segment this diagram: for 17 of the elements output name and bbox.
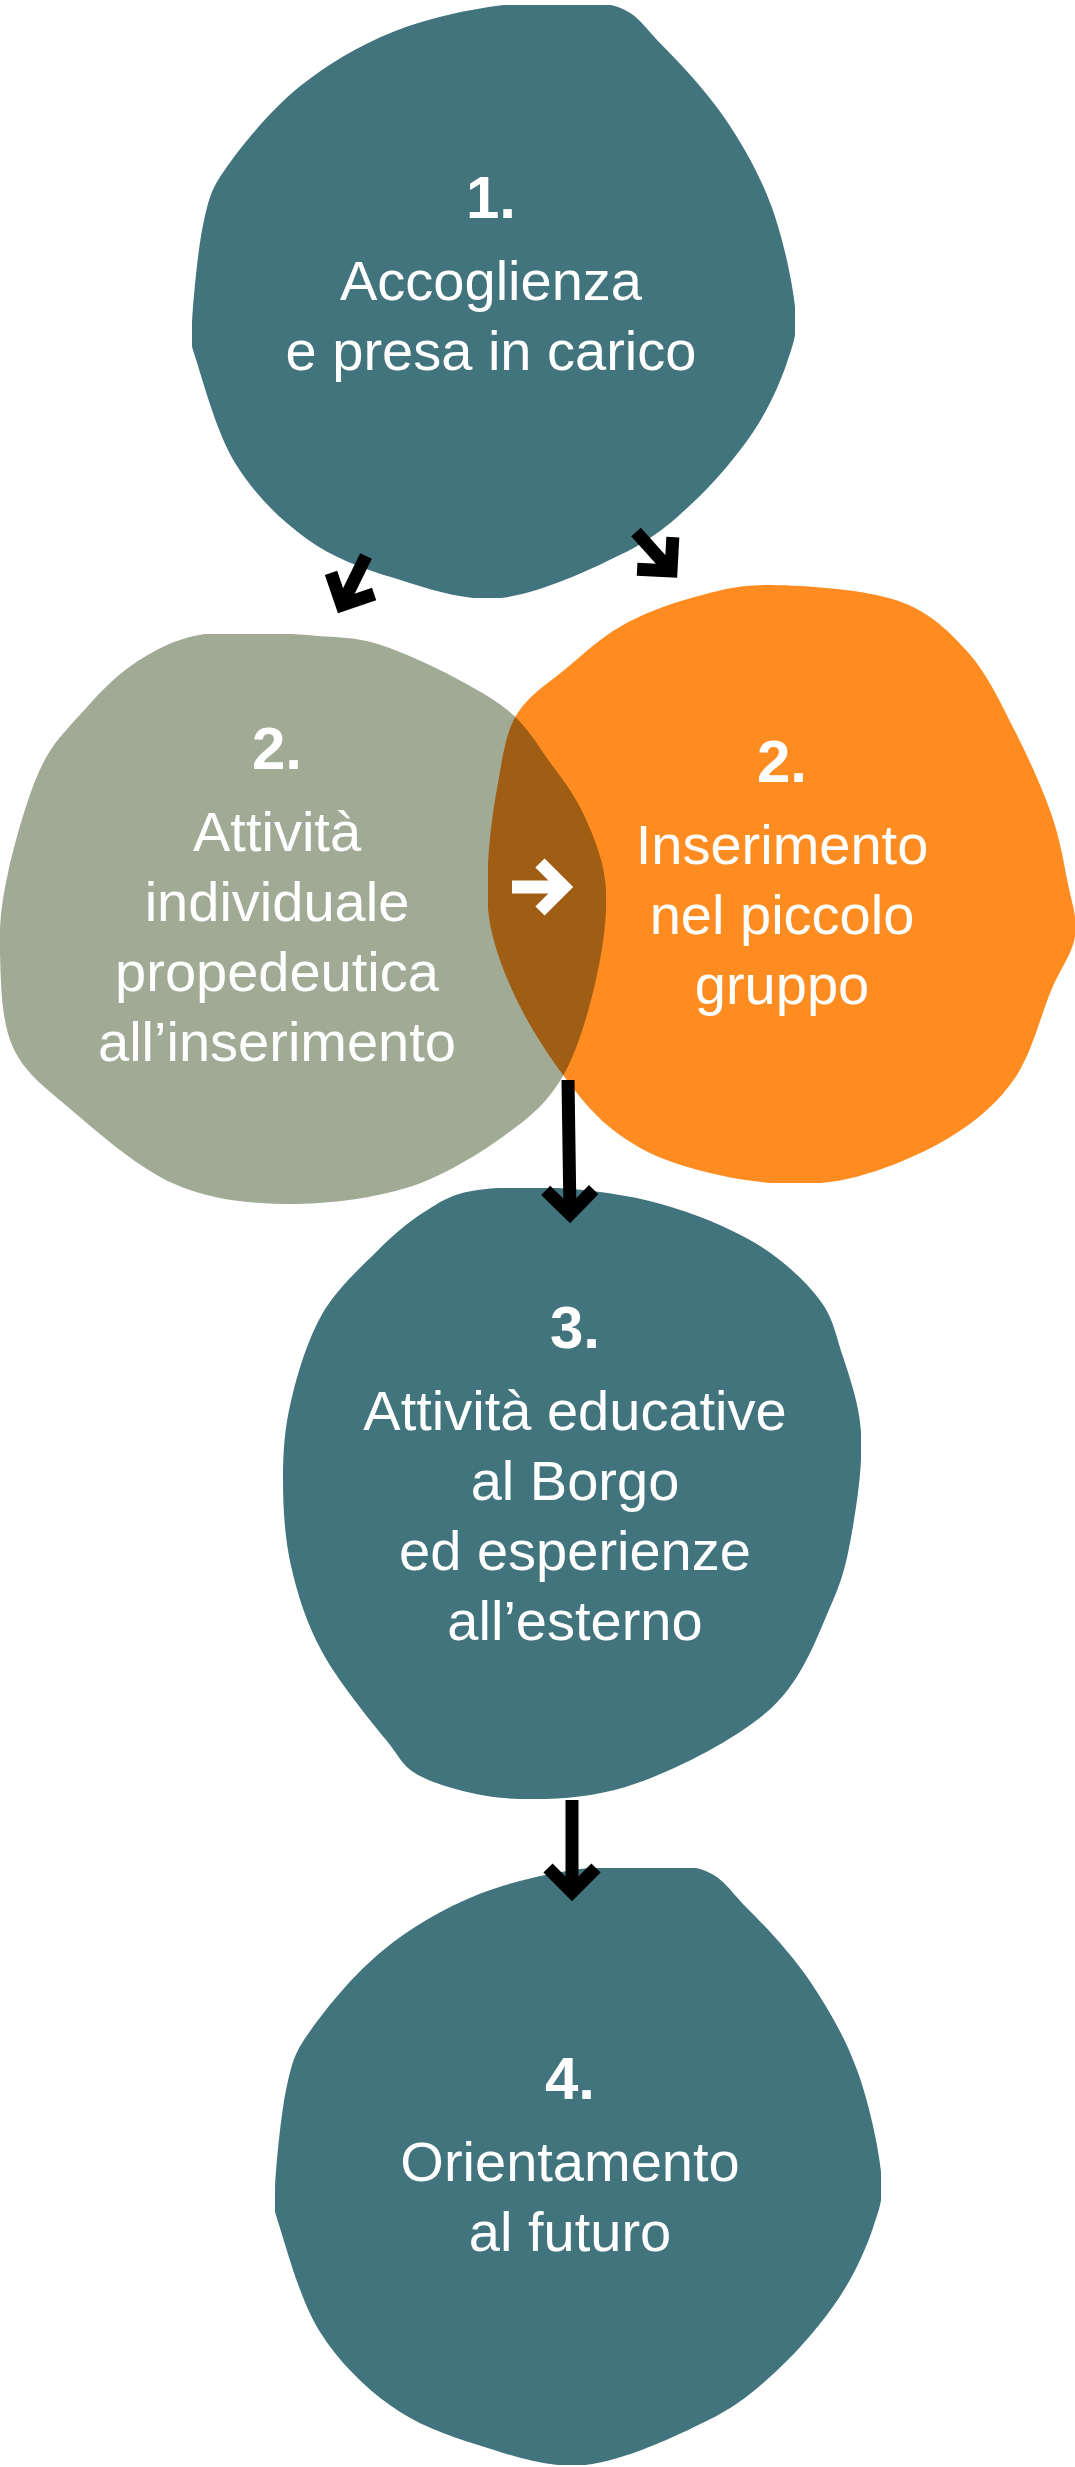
step-blob (192, 5, 795, 598)
step-number: 4. (544, 2049, 595, 2109)
step-blob (488, 585, 1075, 1183)
step-number: 3. (549, 1298, 600, 1358)
arrow (512, 856, 571, 918)
step-number: 2. (251, 719, 302, 779)
step-title: Accoglienza e presa in carico (285, 248, 697, 384)
step-number: 1. (465, 168, 516, 228)
step-number: 2. (757, 732, 807, 792)
step-title: Inserimento nel piccolo gruppo (635, 812, 929, 1018)
step-title: Orientamento al futuro (400, 2129, 740, 2265)
arrow (539, 1079, 601, 1221)
step-blob (275, 1868, 881, 2465)
step-blob (283, 1188, 861, 1799)
arrow (630, 527, 680, 578)
step-title: Attività individuale propedeutica all’inserimento (98, 799, 456, 1075)
step-title: Attività educative al Borgo ed esperienze all’esterno (363, 1378, 787, 1654)
